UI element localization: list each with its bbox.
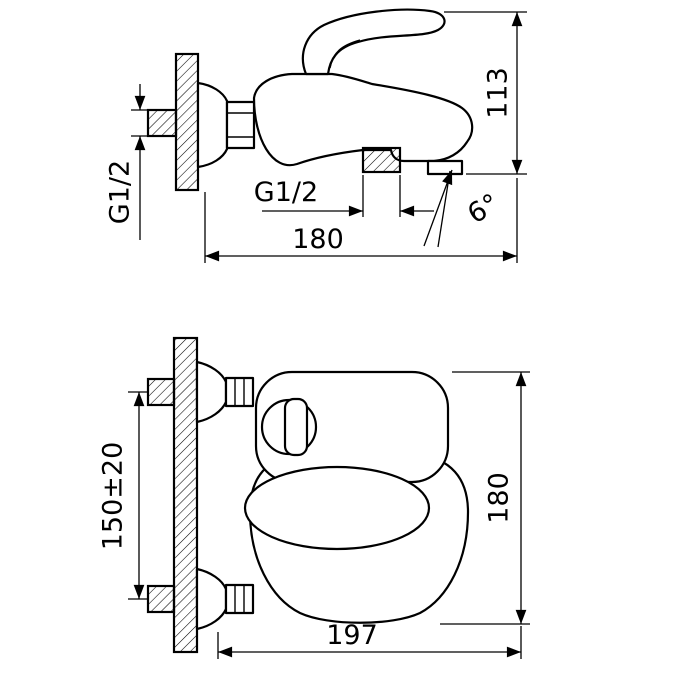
wall-section	[174, 52, 200, 192]
lever-handle-front	[243, 465, 431, 551]
side-view: 113 G1/2 G1/2 6° 180	[105, 8, 527, 263]
front-view: 150±20 180 197	[98, 336, 530, 659]
dim-outlet-thread-g12: G1/2	[254, 175, 434, 217]
angle-leader-line	[437, 170, 451, 248]
dim-overall-width-197: 197	[217, 620, 522, 659]
shower-outlet-thread	[361, 146, 402, 174]
angle-leader-line	[423, 169, 453, 247]
dim-supply-centers-150: 150±20	[98, 391, 148, 600]
dim-197-label: 197	[326, 620, 378, 651]
lever-handle-side	[301, 8, 446, 76]
supply-pipe-bottom	[146, 584, 176, 614]
dim-180-side-label: 180	[292, 224, 344, 255]
union-nut-bottom	[224, 583, 255, 615]
dim-overall-height-180: 180	[440, 371, 530, 625]
dim-g12-mid-label: G1/2	[254, 177, 318, 208]
dim-spout-angle-6deg: 6°	[423, 169, 505, 248]
escutcheon-cone-bottom	[195, 567, 228, 631]
handle-detail-line	[329, 39, 361, 69]
dim-g12-left-label: G1/2	[105, 160, 136, 224]
supply-pipe	[146, 108, 178, 138]
faucet-body-side	[252, 72, 474, 167]
diverter-knob-grip	[283, 397, 309, 457]
dim-overall-height-113: 113	[444, 11, 527, 175]
dim-113-label: 113	[483, 67, 514, 119]
escutcheon-cone	[196, 81, 229, 169]
union-nut-top	[224, 376, 255, 408]
dim-180-front-label: 180	[484, 472, 515, 524]
dim-angle-label: 6°	[462, 188, 504, 230]
union-nut	[225, 100, 256, 150]
wall-section	[172, 336, 199, 654]
dim-150-label: 150±20	[98, 442, 129, 551]
dim-overall-depth-180: 180	[204, 178, 518, 263]
escutcheon-cone-top	[195, 360, 228, 424]
dim-supply-thread-g12: G1/2	[105, 84, 148, 240]
spout-aerator	[426, 159, 464, 176]
supply-pipe-top	[146, 377, 176, 407]
